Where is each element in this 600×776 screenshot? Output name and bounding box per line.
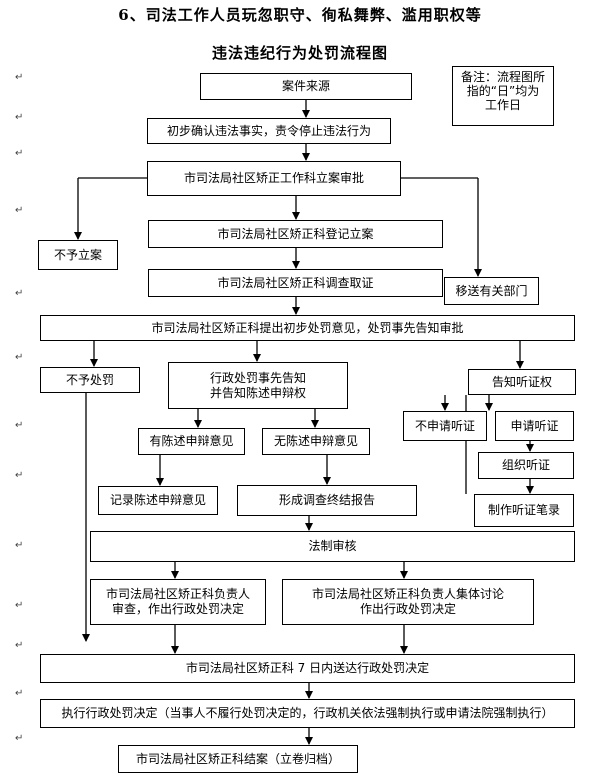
- para-mark: ↵: [15, 420, 24, 431]
- node-notify-defense: 行政处罚事先告知 并告知陈述申辩权: [168, 362, 348, 409]
- node-hearing-record: 制作听证笔录: [474, 494, 574, 527]
- node-legal-review: 法制审核: [90, 531, 575, 562]
- node-collective-decision: 市司法局社区矫正科负责人集体讨论 作出行政处罚决定: [282, 579, 534, 625]
- para-mark: ↵: [15, 733, 24, 744]
- node-initial-confirm: 初步确认违法事实，责令停止违法行为: [147, 118, 391, 144]
- note-box: 备注：流程图所 指的“日”均为 工作日: [452, 66, 554, 126]
- node-no-penalty: 不予处罚: [40, 367, 140, 393]
- node-investigate: 市司法局社区矫正科调查取证: [148, 269, 443, 297]
- para-mark: ↵: [15, 112, 24, 123]
- para-mark: ↵: [15, 540, 24, 551]
- node-record-defense: 记录陈述申辩意见: [98, 486, 218, 515]
- diagram-subtitle: 违法违纪行为处罚流程图: [211, 44, 388, 62]
- para-mark: ↵: [15, 600, 24, 611]
- node-notify-hearing: 告知听证权: [468, 369, 576, 395]
- node-transfer: 移送有关部门: [444, 277, 539, 305]
- node-final-report: 形成调查终结报告: [237, 485, 417, 516]
- node-register: 市司法局社区矫正科登记立案: [148, 220, 443, 248]
- node-case-source: 案件来源: [200, 73, 412, 100]
- para-mark: ↵: [15, 470, 24, 481]
- node-initial-opinion: 市司法局社区矫正科提出初步处罚意见，处罚事先告知审批: [40, 315, 575, 341]
- para-mark: ↵: [15, 640, 24, 651]
- para-mark: ↵: [15, 205, 24, 216]
- para-mark: ↵: [15, 72, 24, 83]
- node-close-case: 市司法局社区矫正科结案（立卷归档）: [118, 745, 358, 773]
- node-no-defense: 无陈述申辩意见: [262, 428, 370, 455]
- node-head-decision: 市司法局社区矫正科负责人 审查，作出行政处罚决定: [90, 579, 266, 625]
- para-mark: ↵: [15, 288, 24, 299]
- node-no-filing: 不予立案: [38, 240, 118, 270]
- node-organize-hearing: 组织听证: [478, 452, 574, 479]
- node-filing-approval: 市司法局社区矫正工作科立案审批: [147, 161, 401, 196]
- para-mark: ↵: [15, 352, 24, 363]
- node-has-defense: 有陈述申辩意见: [138, 428, 245, 455]
- node-apply-hearing: 申请听证: [495, 411, 574, 441]
- node-deliver: 市司法局社区矫正科 7 日内送达行政处罚决定: [40, 654, 575, 683]
- node-no-hearing: 不申请听证: [403, 411, 487, 441]
- node-execute: 执行行政处罚决定（当事人不履行处罚决定的，行政机关依法强制执行或申请法院强制执行…: [40, 699, 575, 728]
- diagram-title: 6、司法工作人员玩忽职守、徇私舞弊、滥用职权等: [118, 6, 482, 24]
- para-mark: ↵: [15, 688, 24, 699]
- para-mark: ↵: [15, 148, 24, 159]
